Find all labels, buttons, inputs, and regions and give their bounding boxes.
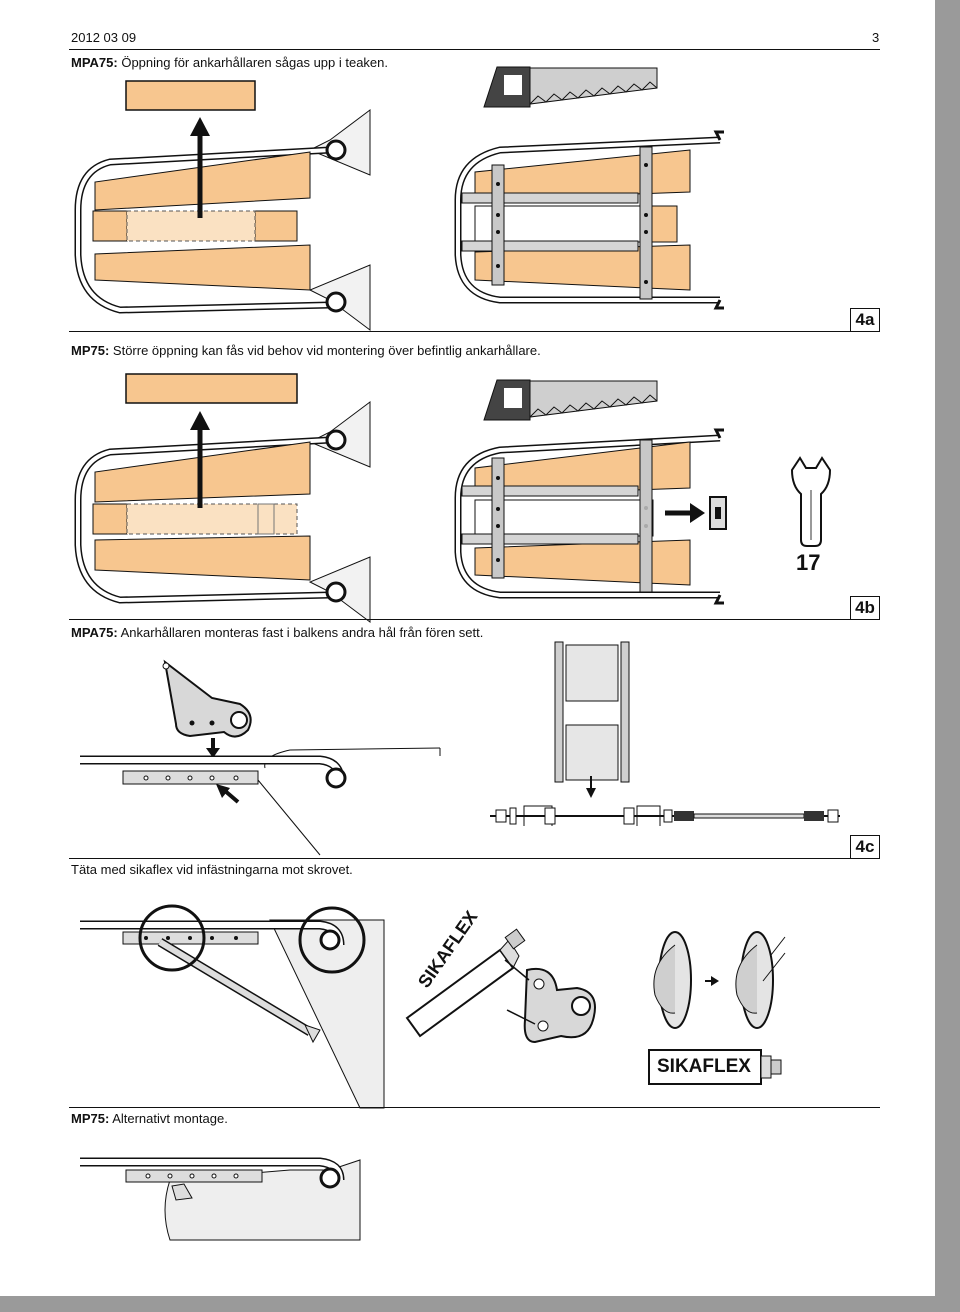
page-date: 2012 03 09 [71, 30, 137, 45]
wrench-icon [790, 456, 832, 547]
anchor-holder-bracket [162, 659, 252, 738]
section-rule-4c [69, 858, 880, 859]
detail-circle-right [298, 906, 366, 974]
illustration-4a [74, 66, 724, 331]
caption-seal: Täta med sikaflex vid infästningarna mot… [71, 862, 353, 877]
header-rule [69, 49, 880, 50]
badge-4a: 4a [850, 308, 880, 332]
caption-alt-text: Alternativt montage. [109, 1111, 228, 1126]
detail-circle-left [138, 904, 206, 972]
caption-4a: MPA75: Öppning för ankarhållaren sågas u… [71, 55, 388, 70]
sikaflex-label-2: SIKAFLEX [657, 1056, 751, 1077]
saw-icon-4b [483, 379, 658, 421]
dome-fitting-icons [653, 931, 786, 1029]
caption-4c-model: MPA75: [71, 625, 118, 640]
sikaflex-tube-2 [648, 1049, 782, 1085]
illustration-4b [74, 373, 832, 623]
page-number: 3 [872, 30, 880, 45]
manual-page: 2012 03 09 3 MPA75: Öppning för ankarhål… [0, 0, 935, 1296]
section-rule-4a [69, 331, 880, 332]
caption-4b-text: Större öppning kan fås vid behov vid mon… [109, 343, 541, 358]
caption-4b: MP75: Större öppning kan fås vid behov v… [71, 343, 541, 358]
badge-4b: 4b [850, 596, 880, 620]
cutout-plank-4b [125, 373, 298, 404]
illustration-seal [80, 904, 385, 1109]
badge-4c: 4c [850, 835, 880, 859]
sikaflex-tube-1 [405, 928, 526, 1038]
caption-alt: MP75: Alternativt montage. [71, 1111, 228, 1126]
saw-icon [483, 66, 658, 108]
bracket-seal-icon [504, 959, 596, 1044]
illustration-4c [80, 641, 840, 856]
caption-4a-model: MPA75: [71, 55, 118, 70]
caption-4a-text: Öppning för ankarhållaren sågas upp i te… [117, 55, 389, 70]
section-rule-seal [69, 1107, 880, 1108]
caption-4c: MPA75: Ankarhållaren monteras fast i bal… [71, 625, 483, 640]
section-rule-4b [69, 619, 880, 620]
caption-4c-text: Ankarhållaren monteras fast i balkens an… [117, 625, 484, 640]
caption-alt-model: MP75: [71, 1111, 110, 1126]
illustration-alt [80, 1157, 361, 1241]
bolt-assembly [490, 805, 840, 826]
cutout-plank-4a [125, 80, 256, 111]
cut-opening-4a [126, 210, 256, 242]
caption-4b-model: MP75: [71, 343, 110, 358]
caption-seal-text: Täta med sikaflex vid infästningarna mot… [71, 862, 353, 877]
wrench-size-label: 17 [796, 550, 821, 575]
roller-assembly [554, 641, 630, 783]
